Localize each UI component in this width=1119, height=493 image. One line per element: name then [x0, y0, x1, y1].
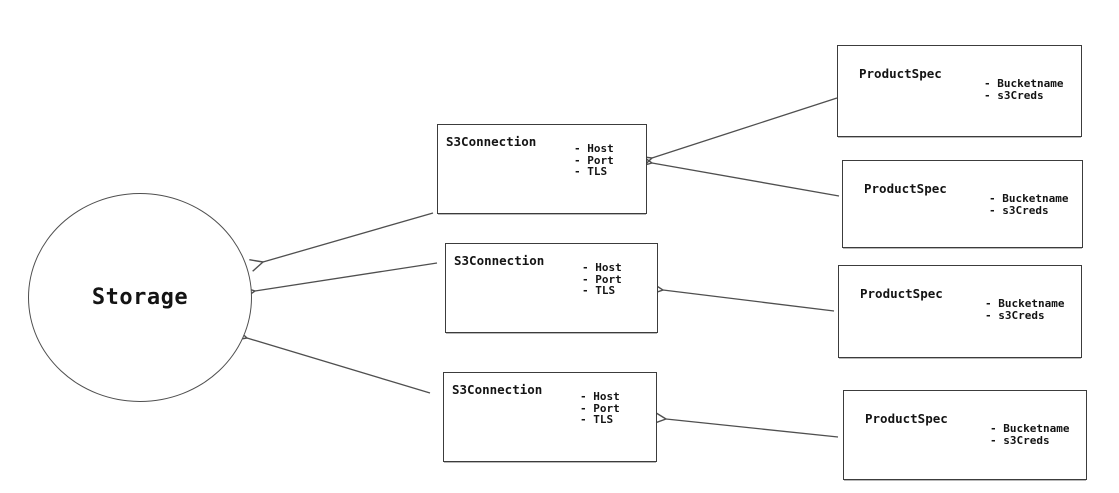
node-title: ProductSpec [865, 411, 948, 426]
node-attribute: - s3Creds [989, 204, 1049, 217]
node-title: ProductSpec [860, 286, 943, 301]
node-attribute: - s3Creds [984, 89, 1044, 102]
node-attribute: - Port [580, 401, 620, 415]
arrow-productspec4-to-s3connection3 [666, 419, 839, 438]
product-spec-box-1: ProductSpec - Bucketname - s3Creds [837, 45, 1082, 137]
node-attributes: - Bucketname - s3Creds [985, 298, 1064, 322]
arrow-s3connection3-to-storage [247, 338, 431, 394]
node-attributes: - Host - Port - TLS [574, 143, 614, 178]
node-title: ProductSpec [864, 181, 947, 196]
node-attributes: - Host - Port - TLS [580, 391, 620, 426]
node-title: S3Connection [452, 382, 543, 397]
node-attribute: - Host [574, 142, 614, 155]
storage-label: Storage [91, 285, 189, 310]
s3-connection-box-1: S3Connection - Host - Port - TLS [437, 124, 647, 214]
arrow-s3connection1-to-storage [263, 212, 434, 262]
node-attribute: - TLS [582, 284, 616, 297]
arrow-productspec1-to-s3connection1 [652, 97, 838, 158]
node-attributes: - Bucketname - s3Creds [990, 423, 1069, 447]
arrow-productspec2-to-s3connection1 [652, 163, 840, 197]
s3-connection-box-3: S3Connection - Host - Port - TLS [443, 372, 657, 462]
node-attribute: - TLS [580, 413, 614, 426]
node-attribute: - s3Creds [990, 434, 1050, 447]
node-attribute: - Bucketname [985, 297, 1065, 310]
node-attribute: - TLS [574, 165, 608, 178]
node-attribute: - Bucketname [984, 77, 1064, 90]
arrow-productspec3-to-s3connection2 [663, 290, 835, 312]
node-attributes: - Bucketname - s3Creds [989, 193, 1068, 217]
product-spec-box-4: ProductSpec - Bucketname - s3Creds [843, 390, 1087, 480]
node-attributes: - Host - Port - TLS [582, 262, 622, 297]
node-title: S3Connection [454, 253, 545, 268]
node-attribute: - Port [582, 272, 622, 286]
arrow-s3connection2-to-storage [255, 262, 438, 291]
node-attribute: - Port [574, 153, 614, 167]
node-attribute: - Host [580, 390, 620, 403]
node-attribute: - s3Creds [985, 309, 1045, 322]
product-spec-box-3: ProductSpec - Bucketname - s3Creds [838, 265, 1082, 358]
storage-node: Storage [28, 193, 252, 402]
node-attribute: - Bucketname [990, 422, 1070, 435]
node-attribute: - Host [582, 261, 622, 274]
node-attributes: - Bucketname - s3Creds [984, 78, 1063, 102]
s3-connection-box-2: S3Connection - Host - Port - TLS [445, 243, 658, 333]
node-title: ProductSpec [859, 66, 942, 81]
node-title: S3Connection [446, 134, 537, 149]
node-attribute: - Bucketname [989, 192, 1069, 205]
product-spec-box-2: ProductSpec - Bucketname - s3Creds [842, 160, 1083, 248]
